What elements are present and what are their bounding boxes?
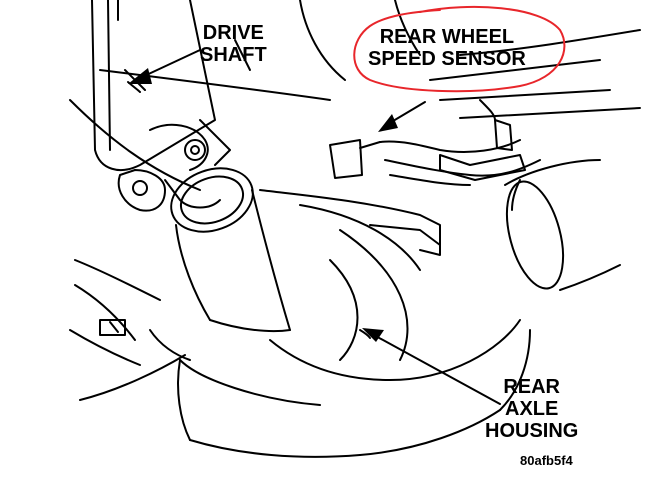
figure-code: 80afb5f4 [520, 453, 573, 468]
arrow-head-speed-sensor [378, 114, 398, 132]
label-drive-shaft-line2: SHAFT [200, 44, 267, 66]
label-sensor-line2: SPEED SENSOR [368, 48, 526, 70]
label-rear-axle-housing: REAR AXLE HOUSING [485, 376, 578, 442]
axle-tube-right [504, 159, 621, 291]
drive-shaft-tube [91, 0, 216, 171]
label-axle-line1: REAR [503, 376, 560, 398]
label-axle-line3: HOUSING [485, 420, 579, 442]
label-drive-shaft: DRIVE SHAFT [200, 22, 267, 66]
arrow-head-drive-shaft [128, 68, 152, 84]
label-rear-wheel-speed-sensor: REAR WHEEL SPEED SENSOR [368, 26, 526, 70]
pointer-arrows [139, 49, 501, 405]
arrow-head-axle-housing [362, 328, 384, 342]
differential-housing [177, 189, 531, 458]
label-axle-line2: AXLE [505, 398, 559, 420]
label-sensor-line1: REAR WHEEL [379, 26, 515, 48]
speed-sensor-and-harness [329, 99, 541, 186]
pinion-nose [170, 167, 291, 333]
highlight-circle [353, 5, 566, 93]
universal-joint [117, 119, 231, 212]
label-drive-shaft-line1: DRIVE [202, 22, 264, 44]
left-suspension [69, 259, 191, 401]
chassis-lines [69, 0, 641, 191]
